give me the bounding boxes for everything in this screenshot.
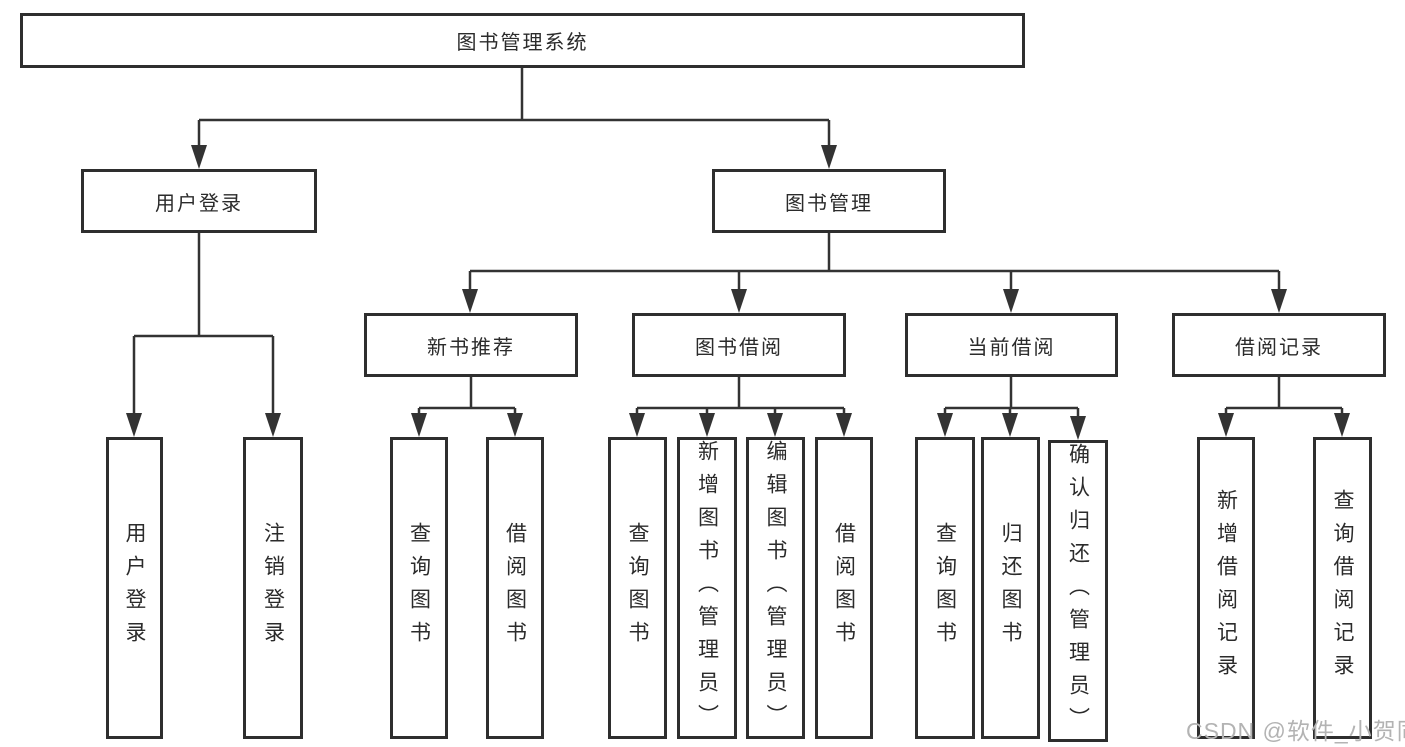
node-book-borrow-label: 图书借阅	[695, 336, 783, 359]
leaf-edit-books-admin-label: 编辑图书（管理员）	[764, 439, 787, 737]
leaf-add-borrow-record: 新增借阅记录	[1197, 437, 1255, 739]
leaf-return-books-label: 归还图书	[999, 522, 1022, 654]
leaf-confirm-return-admin-label: 确认归还（管理员）	[1066, 442, 1090, 740]
leaf-confirm-return-admin: 确认归还（管理员）	[1048, 440, 1108, 742]
node-book-borrow: 图书借阅	[632, 313, 846, 377]
leaf-borrow-books-recommend-label: 借阅图书	[503, 522, 527, 654]
node-current-borrow-label: 当前借阅	[967, 336, 1056, 359]
leaf-query-books-recommend: 查询图书	[390, 437, 448, 739]
node-root-label: 图书管理系统	[456, 32, 589, 54]
leaf-edit-books-admin: 编辑图书（管理员）	[746, 437, 805, 739]
leaf-query-books-current: 查询图书	[915, 437, 975, 739]
leaf-add-books-admin-label: 新增图书（管理员）	[695, 439, 719, 737]
leaf-query-books-recommend-label: 查询图书	[407, 522, 431, 654]
leaf-query-books-borrow: 查询图书	[608, 437, 667, 739]
leaf-query-books-borrow-label: 查询图书	[626, 522, 649, 654]
leaf-user-login: 用户登录	[106, 437, 163, 739]
arrowheads	[126, 145, 1350, 440]
leaf-borrow-books-recommend: 借阅图书	[486, 437, 544, 739]
leaf-query-borrow-record-label: 查询借阅记录	[1331, 489, 1354, 687]
leaf-query-books-current-label: 查询图书	[933, 522, 957, 654]
node-new-book-recommend: 新书推荐	[364, 313, 578, 377]
node-current-borrow: 当前借阅	[905, 313, 1118, 377]
watermark: CSDN @软件_小贺同学	[1186, 718, 1405, 744]
node-root: 图书管理系统	[20, 13, 1025, 68]
leaf-logout-label: 注销登录	[261, 522, 285, 654]
leaf-borrow-books-label: 借阅图书	[832, 522, 856, 654]
leaf-add-borrow-record-label: 新增借阅记录	[1214, 489, 1238, 687]
leaf-logout: 注销登录	[243, 437, 303, 739]
leaf-query-borrow-record: 查询借阅记录	[1313, 437, 1372, 739]
node-borrow-records-label: 借阅记录	[1235, 336, 1323, 359]
node-user-login-group: 用户登录	[81, 169, 317, 233]
node-book-management-label: 图书管理	[785, 192, 873, 215]
leaf-add-books-admin: 新增图书（管理员）	[677, 437, 737, 739]
node-borrow-records: 借阅记录	[1172, 313, 1386, 377]
node-book-management: 图书管理	[712, 169, 946, 233]
leaf-borrow-books: 借阅图书	[815, 437, 873, 739]
leaf-user-login-label: 用户登录	[123, 522, 146, 654]
node-new-book-recommend-label: 新书推荐	[427, 336, 515, 359]
node-user-login-group-label: 用户登录	[155, 192, 243, 215]
leaf-return-books: 归还图书	[981, 437, 1040, 739]
